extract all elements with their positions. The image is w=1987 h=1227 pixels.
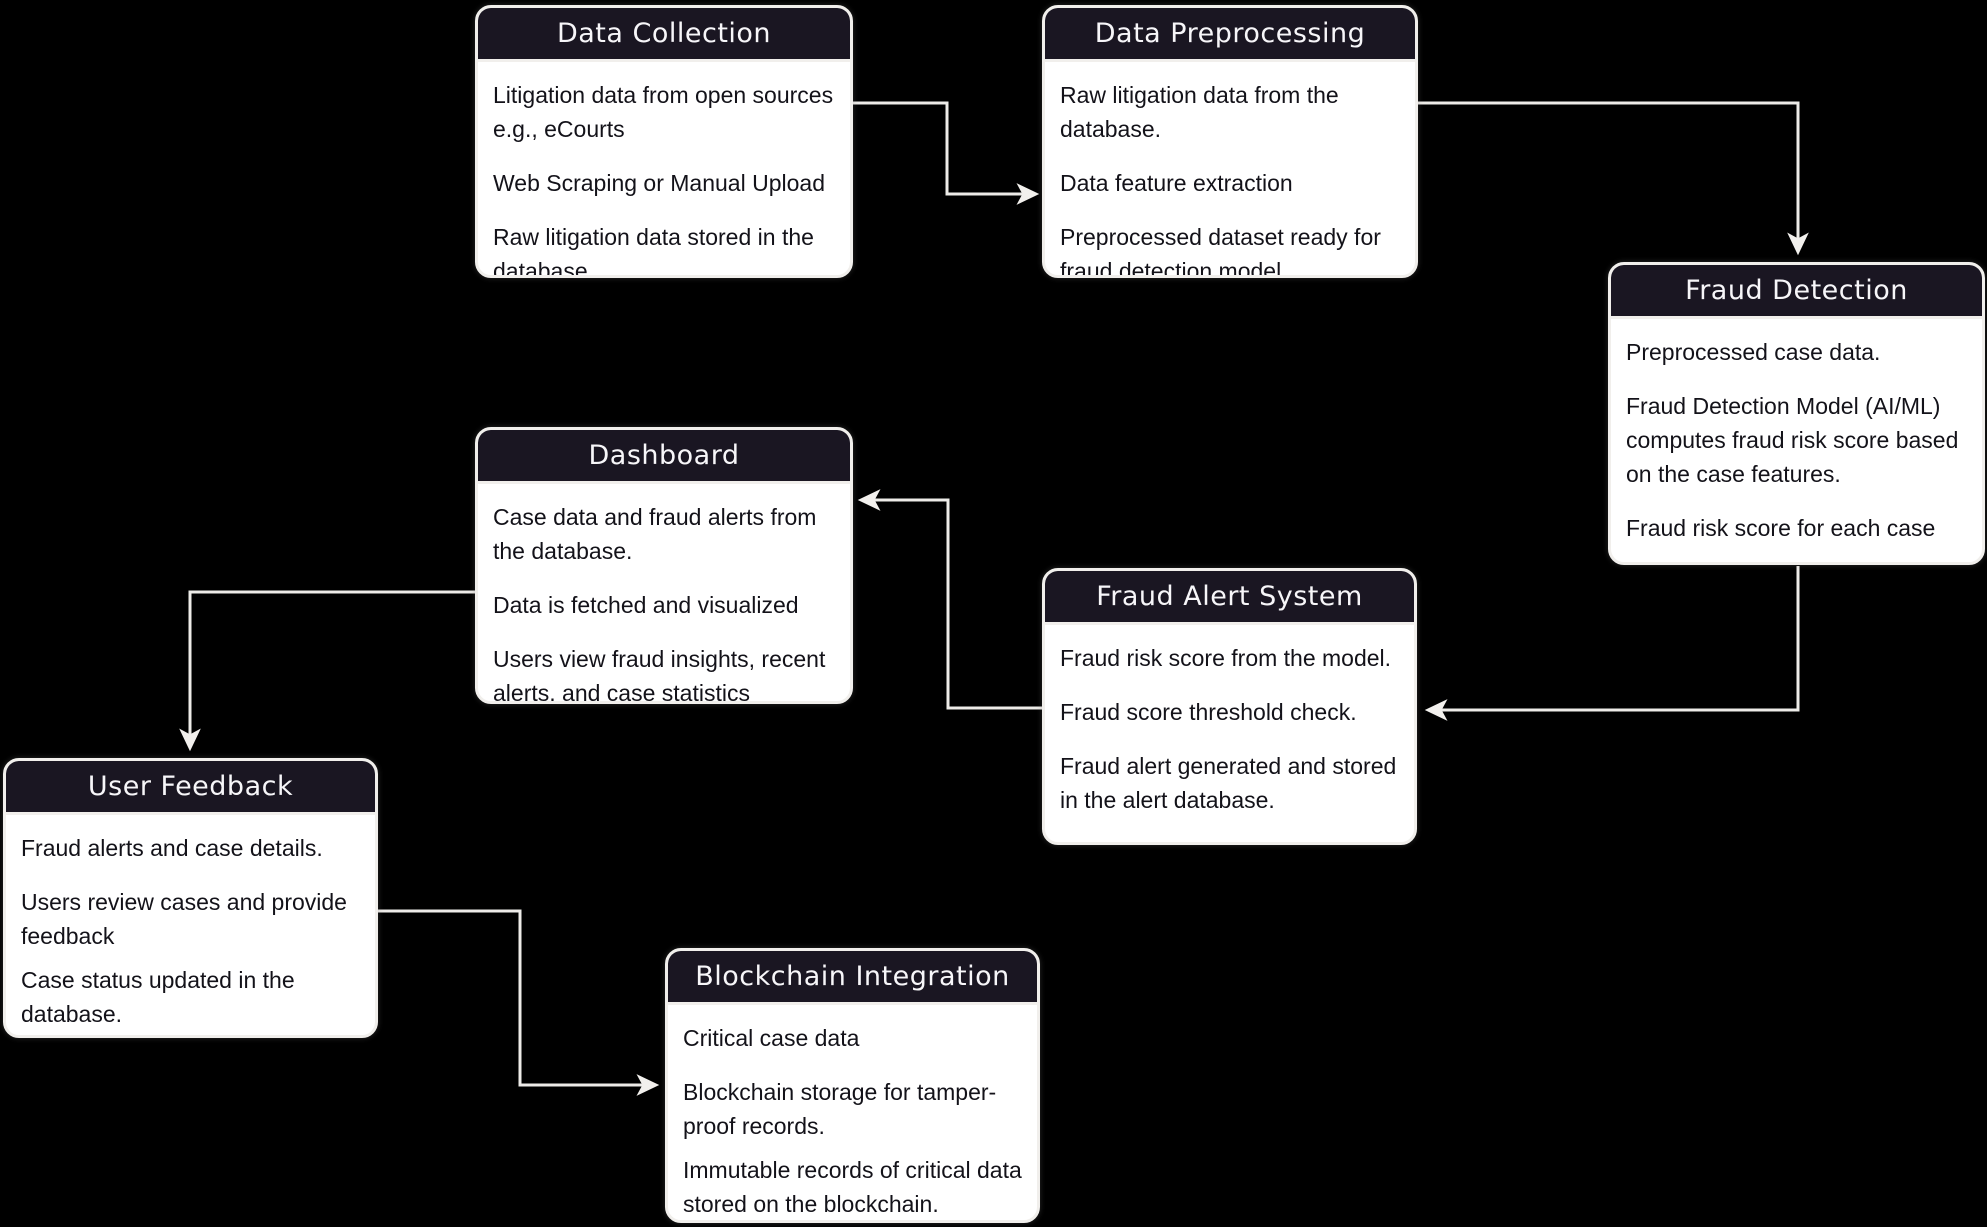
node-data-preprocessing: Data Preprocessing Raw litigation data f… xyxy=(1042,5,1418,278)
node-text: Data feature extraction xyxy=(1060,170,1293,196)
node-dashboard: Dashboard Case data and fraud alerts fro… xyxy=(475,427,853,704)
edge-user-feedback-to-blockchain-integration xyxy=(378,909,660,1096)
node-data-collection-body: Litigation data from open sources e.g., … xyxy=(478,62,850,278)
node-data-collection-title: Data Collection xyxy=(478,8,850,62)
node-text: Web Scraping or Manual Upload xyxy=(493,170,825,196)
node-text: Fraud alerts and case details. xyxy=(21,835,323,861)
node-text: Preprocessed case data. xyxy=(1626,339,1881,365)
node-fraud-alert-system-body: Fraud risk score from the model. Fraud s… xyxy=(1045,625,1414,817)
node-text: Fraud alert generated and stored in the … xyxy=(1060,753,1397,813)
node-text: Fraud risk score for each case xyxy=(1626,515,1936,541)
node-fraud-detection: Fraud Detection Preprocessed case data. … xyxy=(1608,262,1985,565)
node-text: Fraud Detection Model (AI/ML) computes f… xyxy=(1626,393,1959,487)
node-data-preprocessing-body: Raw litigation data from the database. D… xyxy=(1045,62,1415,278)
node-dashboard-title: Dashboard xyxy=(478,430,850,484)
edge-data-collection-to-data-preprocessing xyxy=(853,101,1040,205)
node-blockchain-integration: Blockchain Integration Critical case dat… xyxy=(665,948,1040,1223)
edge-dashboard-to-user-feedback xyxy=(179,590,475,752)
node-blockchain-integration-body: Critical case data Blockchain storage fo… xyxy=(668,1005,1037,1220)
node-text: Critical case data xyxy=(683,1025,860,1051)
node-text: Case data and fraud alerts from the data… xyxy=(493,504,817,564)
edge-fraud-detection-to-fraud-alert-system xyxy=(1424,566,1800,721)
node-user-feedback-title: User Feedback xyxy=(6,761,375,815)
node-blockchain-integration-title: Blockchain Integration xyxy=(668,951,1037,1005)
edge-fraud-alert-system-to-dashboard xyxy=(857,489,1042,710)
node-dashboard-body: Case data and fraud alerts from the data… xyxy=(478,484,850,704)
node-data-collection: Data Collection Litigation data from ope… xyxy=(475,5,853,278)
node-text: Preprocessed dataset ready for fraud det… xyxy=(1060,224,1381,278)
node-fraud-detection-title: Fraud Detection xyxy=(1611,265,1982,319)
node-text: Litigation data from open sources e.g., … xyxy=(493,82,834,142)
node-text: Data is fetched and visualized xyxy=(493,592,799,618)
node-text: Users review cases and provide feedback xyxy=(21,889,347,949)
node-text: Fraud score threshold check. xyxy=(1060,699,1357,725)
node-fraud-alert-system-title: Fraud Alert System xyxy=(1045,571,1414,625)
node-fraud-detection-body: Preprocessed case data. Fraud Detection … xyxy=(1611,319,1982,545)
node-text: Fraud risk score from the model. xyxy=(1060,645,1392,671)
node-text: Case status updated in the database. xyxy=(21,967,295,1027)
node-text: Blockchain storage for tamper-proof reco… xyxy=(683,1079,997,1139)
node-text: Immutable records of critical data store… xyxy=(683,1157,1022,1217)
node-user-feedback: User Feedback Fraud alerts and case deta… xyxy=(3,758,378,1038)
node-fraud-alert-system: Fraud Alert System Fraud risk score from… xyxy=(1042,568,1417,845)
node-text: Users view fraud insights, recent alerts… xyxy=(493,646,826,704)
node-data-preprocessing-title: Data Preprocessing xyxy=(1045,8,1415,62)
node-user-feedback-body: Fraud alerts and case details. Users rev… xyxy=(6,815,375,1031)
edge-data-preprocessing-to-fraud-detection xyxy=(1418,101,1809,256)
node-text: Raw litigation data stored in the databa… xyxy=(493,224,814,278)
node-text: Raw litigation data from the database. xyxy=(1060,82,1339,142)
